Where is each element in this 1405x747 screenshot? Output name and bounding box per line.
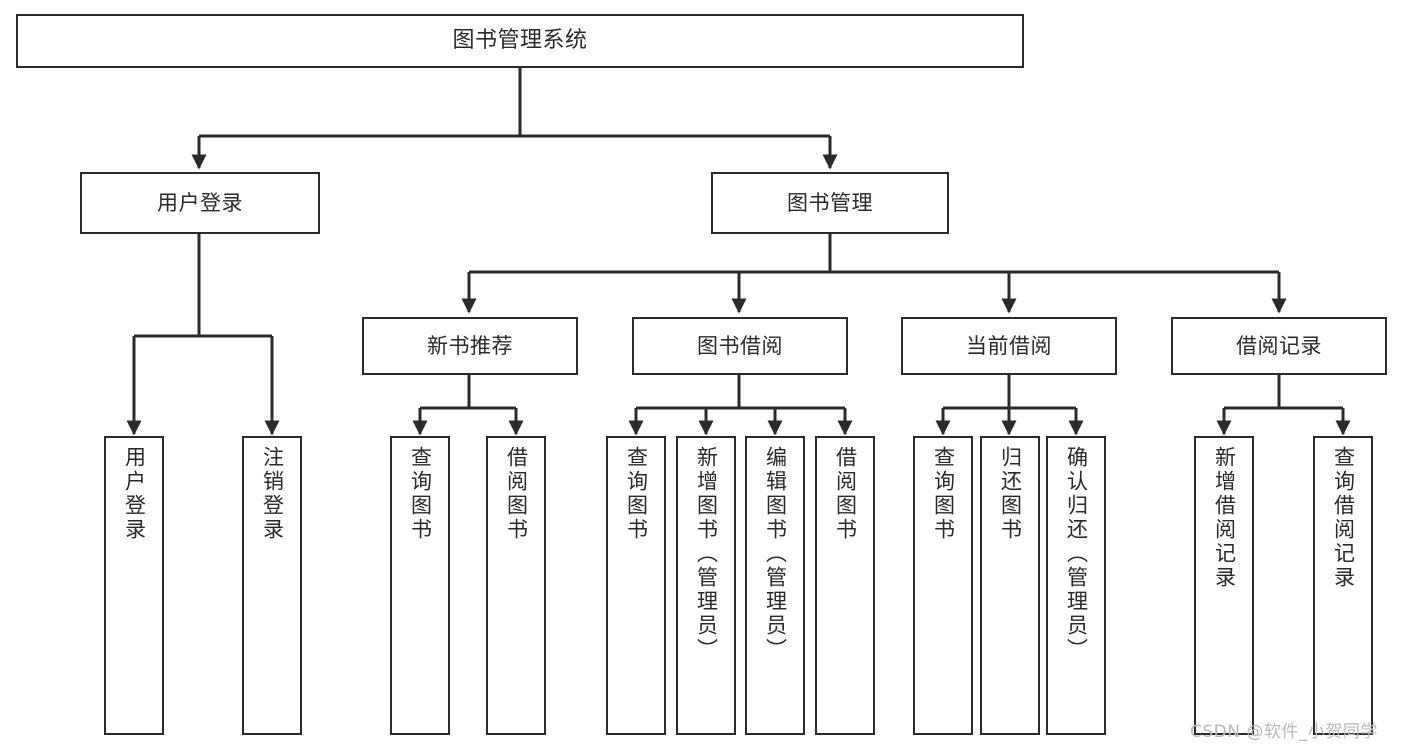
leaf-label: 归还图书 <box>998 446 1023 542</box>
leaf-query-book-1[interactable]: 查询图书 <box>390 436 450 735</box>
leaf-label: 查询借阅记录 <box>1331 446 1356 590</box>
leaf-borrow-book-2[interactable]: 借阅图书 <box>815 436 875 735</box>
node-label: 借阅记录 <box>1236 333 1322 358</box>
node-borrow-record[interactable]: 借阅记录 <box>1171 317 1387 375</box>
node-label: 图书管理 <box>787 190 873 215</box>
node-current-borrow[interactable]: 当前借阅 <box>901 317 1117 375</box>
node-label: 用户登录 <box>157 190 243 215</box>
node-label: 新书推荐 <box>427 333 513 358</box>
leaf-label: 用户登录 <box>122 446 147 542</box>
leaf-label: 编辑图书（管理员） <box>763 446 788 662</box>
leaf-add-book[interactable]: 新增图书（管理员） <box>676 436 736 735</box>
leaf-query-book-3[interactable]: 查询图书 <box>913 436 973 735</box>
leaf-return-book[interactable]: 归还图书 <box>980 436 1040 735</box>
leaf-label: 查询图书 <box>624 446 649 542</box>
leaf-user-logout[interactable]: 注销登录 <box>242 436 302 735</box>
leaf-label: 借阅图书 <box>504 446 529 542</box>
node-root-book-management-system[interactable]: 图书管理系统 <box>16 14 1024 68</box>
node-label: 图书管理系统 <box>452 28 588 54</box>
leaf-label: 新增借阅记录 <box>1212 446 1237 590</box>
leaf-add-record[interactable]: 新增借阅记录 <box>1194 436 1254 735</box>
leaf-label: 查询图书 <box>408 446 433 542</box>
node-label: 当前借阅 <box>966 333 1052 358</box>
leaf-confirm-return[interactable]: 确认归还（管理员） <box>1046 436 1106 735</box>
csdn-watermark: CSDN @软件_小贺同学 <box>1190 722 1378 742</box>
node-user-login[interactable]: 用户登录 <box>80 172 320 234</box>
leaf-label: 确认归还（管理员） <box>1064 446 1089 662</box>
leaf-label: 新增图书（管理员） <box>694 446 719 662</box>
node-new-book-recommend[interactable]: 新书推荐 <box>362 317 578 375</box>
leaf-label: 查询图书 <box>931 446 956 542</box>
leaf-user-login[interactable]: 用户登录 <box>104 436 164 735</box>
node-label: 图书借阅 <box>697 333 783 358</box>
leaf-query-record[interactable]: 查询借阅记录 <box>1313 436 1373 735</box>
leaf-query-book-2[interactable]: 查询图书 <box>606 436 666 735</box>
leaf-edit-book[interactable]: 编辑图书（管理员） <box>745 436 805 735</box>
leaf-label: 借阅图书 <box>833 446 858 542</box>
leaf-borrow-book-1[interactable]: 借阅图书 <box>486 436 546 735</box>
leaf-label: 注销登录 <box>260 446 285 542</box>
node-book-borrow[interactable]: 图书借阅 <box>632 317 848 375</box>
node-book-management[interactable]: 图书管理 <box>711 172 949 234</box>
